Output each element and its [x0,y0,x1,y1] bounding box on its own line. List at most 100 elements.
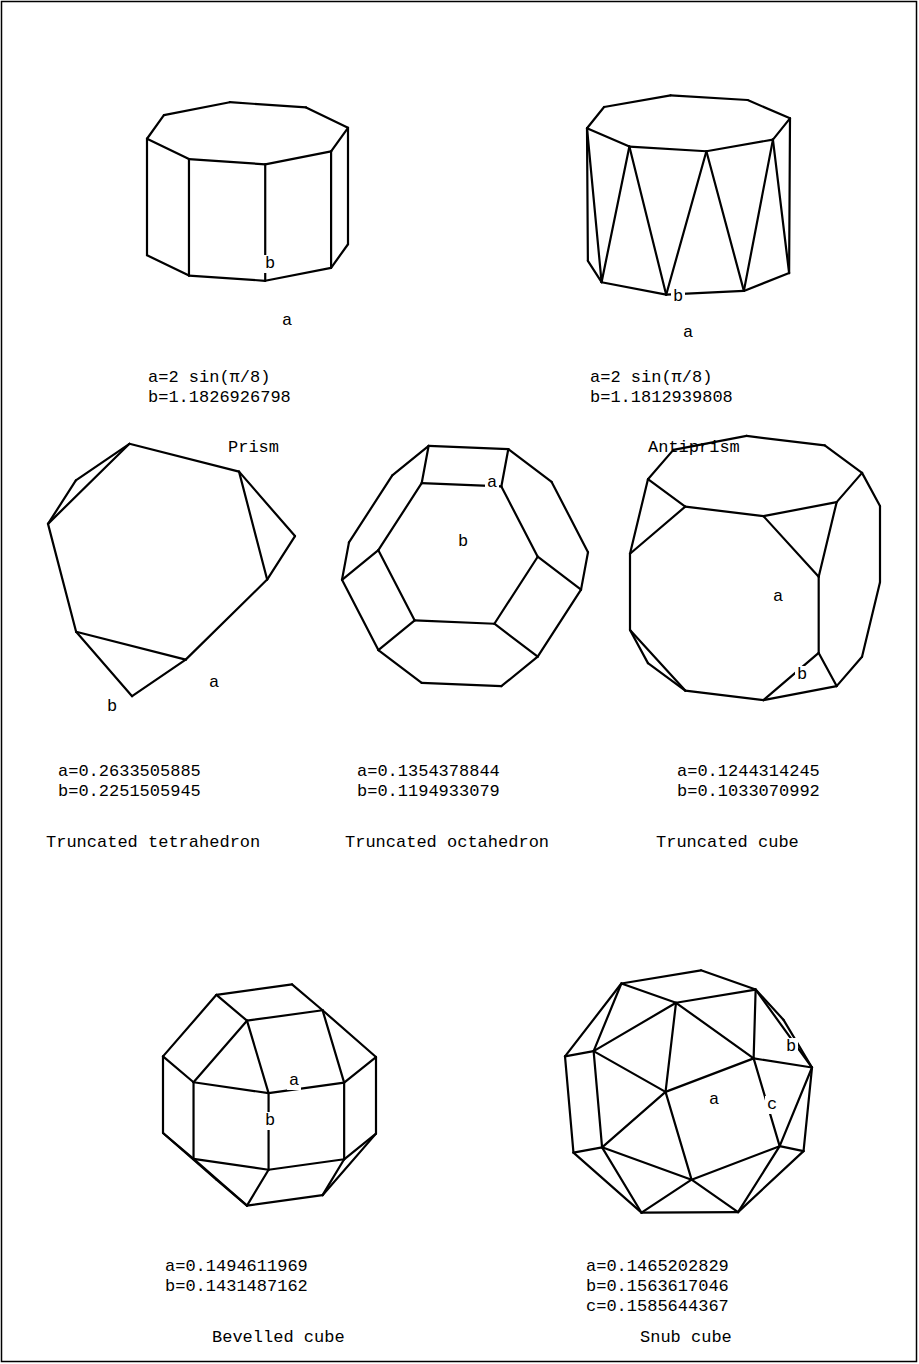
polyhedron-edge [146,139,148,255]
polyhedron-edge [415,620,495,623]
edge-length: b=0.1431487162 [165,1277,308,1297]
polyhedron-edge [602,282,667,294]
edge-label: b [795,666,809,684]
polyhedron-edge [763,516,818,577]
polyhedron-edge [188,159,190,275]
polyhedron-edge [666,151,706,294]
polyhedron-edge [706,151,743,291]
polyhedron-edge [552,482,588,552]
polyhedron-edge [565,984,621,1057]
edge-length: a=0.2633505885 [58,762,201,782]
polyhedron-edge [594,1051,602,1147]
polyhedron-edge [216,984,292,994]
polyhedron-edge [837,473,862,502]
edge-label: b [784,1038,798,1056]
polyhedron-edge [48,524,76,632]
polyhedron-edge [508,449,551,482]
polyhedron-edge [194,1021,247,1083]
polyhedron-edge [581,552,588,589]
figure-caption: Snub cube [640,1328,732,1348]
polyhedron-edge [323,1010,376,1057]
polyhedron [587,95,790,294]
polyhedron-edge [216,995,247,1021]
polyhedron-edge [267,1093,269,1170]
polyhedron [147,102,348,281]
polyhedron-edge [538,557,581,590]
polyhedron-edge [685,507,763,517]
edge-label: b [671,288,685,306]
polyhedron-edge [671,95,748,100]
polyhedron-edge [48,444,129,524]
polyhedron-edge [192,1082,194,1159]
polyhedron-edge [629,147,706,152]
polyhedron-edge [819,653,837,686]
polyhedron-edge [247,1170,269,1206]
polyhedron-edge [754,1058,812,1067]
polyhedron-edge [342,550,378,580]
polyhedron-edge [269,1159,345,1169]
polyhedron-edge [788,118,791,273]
polyhedron-edge [292,984,323,1010]
edge-label: b [263,255,277,273]
edge-length: a=2 sin(π/8) [148,368,270,388]
edge-label: b [105,698,119,716]
polyhedron-edge [780,1146,804,1151]
polyhedron-edge [501,449,508,486]
polyhedron-edge [147,139,189,159]
polyhedron-edge [604,95,671,107]
polyhedron-edge [189,276,265,281]
polyhedron-edge [378,483,421,550]
polyhedron-edge [349,475,392,542]
edge-label: a [280,312,294,330]
polyhedron-edge [692,1146,780,1179]
polyhedron-edge [621,984,676,1003]
polyhedron-edge [630,630,685,691]
polyhedron-edge [706,140,773,152]
polyhedron-edge [756,990,812,1068]
polyhedron-edge [330,151,332,267]
polyhedron-edge [602,1147,691,1179]
polyhedron-edge [147,115,164,139]
edge-length: b=1.1812939808 [590,388,733,408]
figure-caption: Bevelled cube [212,1328,345,1348]
polyhedron-edge [629,147,666,295]
polyhedron-edge [676,990,756,1003]
polyhedron-edge [763,502,836,516]
polyhedron-edge [642,1180,692,1213]
polyhedron-edge [862,473,880,506]
polyhedron-edge [642,1211,739,1214]
polyhedron [48,444,295,696]
polyhedron-edge [594,984,622,1052]
edge-length: a=0.1354378844 [357,762,500,782]
polyhedron-edge [163,1133,216,1180]
polyhedron-edge [323,1134,376,1196]
polyhedron-edge [773,140,789,274]
polyhedron-edge [189,159,265,164]
polyhedron-edge [587,107,604,128]
edge-label: a [771,588,785,606]
polyhedron-edge [862,582,880,657]
polyhedron-edge [501,486,537,556]
polyhedron-edge [247,1195,323,1205]
polyhedron-edge [331,128,348,152]
polyhedron-edge [538,590,581,657]
polyhedron-edge [76,444,130,481]
polyhedron-edge [76,632,186,660]
polyhedra [48,95,880,1212]
polyhedron-edge [422,446,429,483]
polyhedron-edge [701,970,756,989]
edge-length: b=1.1826926798 [148,388,291,408]
polyhedron-edge [306,107,348,127]
polyhedron-edge [76,632,132,696]
edge-label: a [287,1072,301,1090]
polyhedron-edge [344,1057,376,1083]
polyhedron-edge [738,1151,803,1212]
polyhedron-edge [837,657,862,686]
polyhedron-edge [230,102,306,107]
polyhedron-edge [378,620,414,650]
polyhedron-edge [342,580,378,650]
polyhedron-edge [587,128,602,282]
edge-length: b=0.1194933079 [357,782,500,802]
